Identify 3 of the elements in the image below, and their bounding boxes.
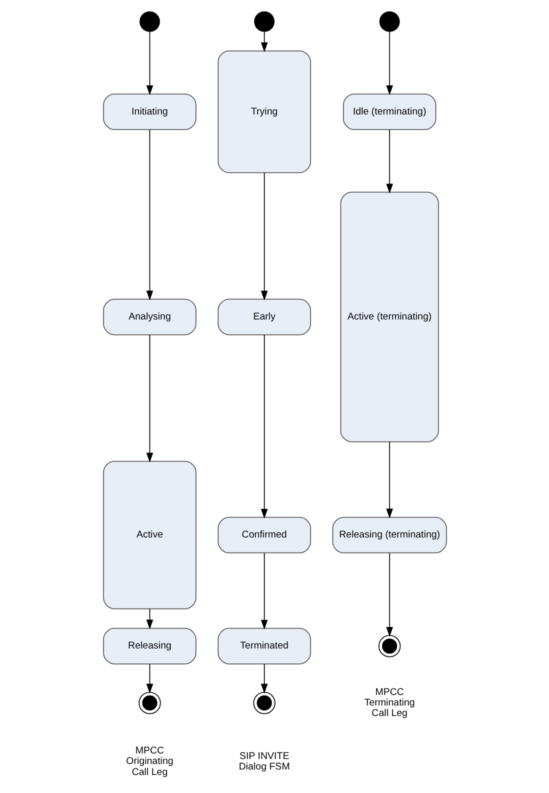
node-label: MPCC Originating Call Leg	[126, 745, 173, 778]
node-label: SIP INVITE Dialog FSM	[238, 750, 290, 772]
node-label: MPCC Terminating Call Leg	[364, 686, 414, 720]
